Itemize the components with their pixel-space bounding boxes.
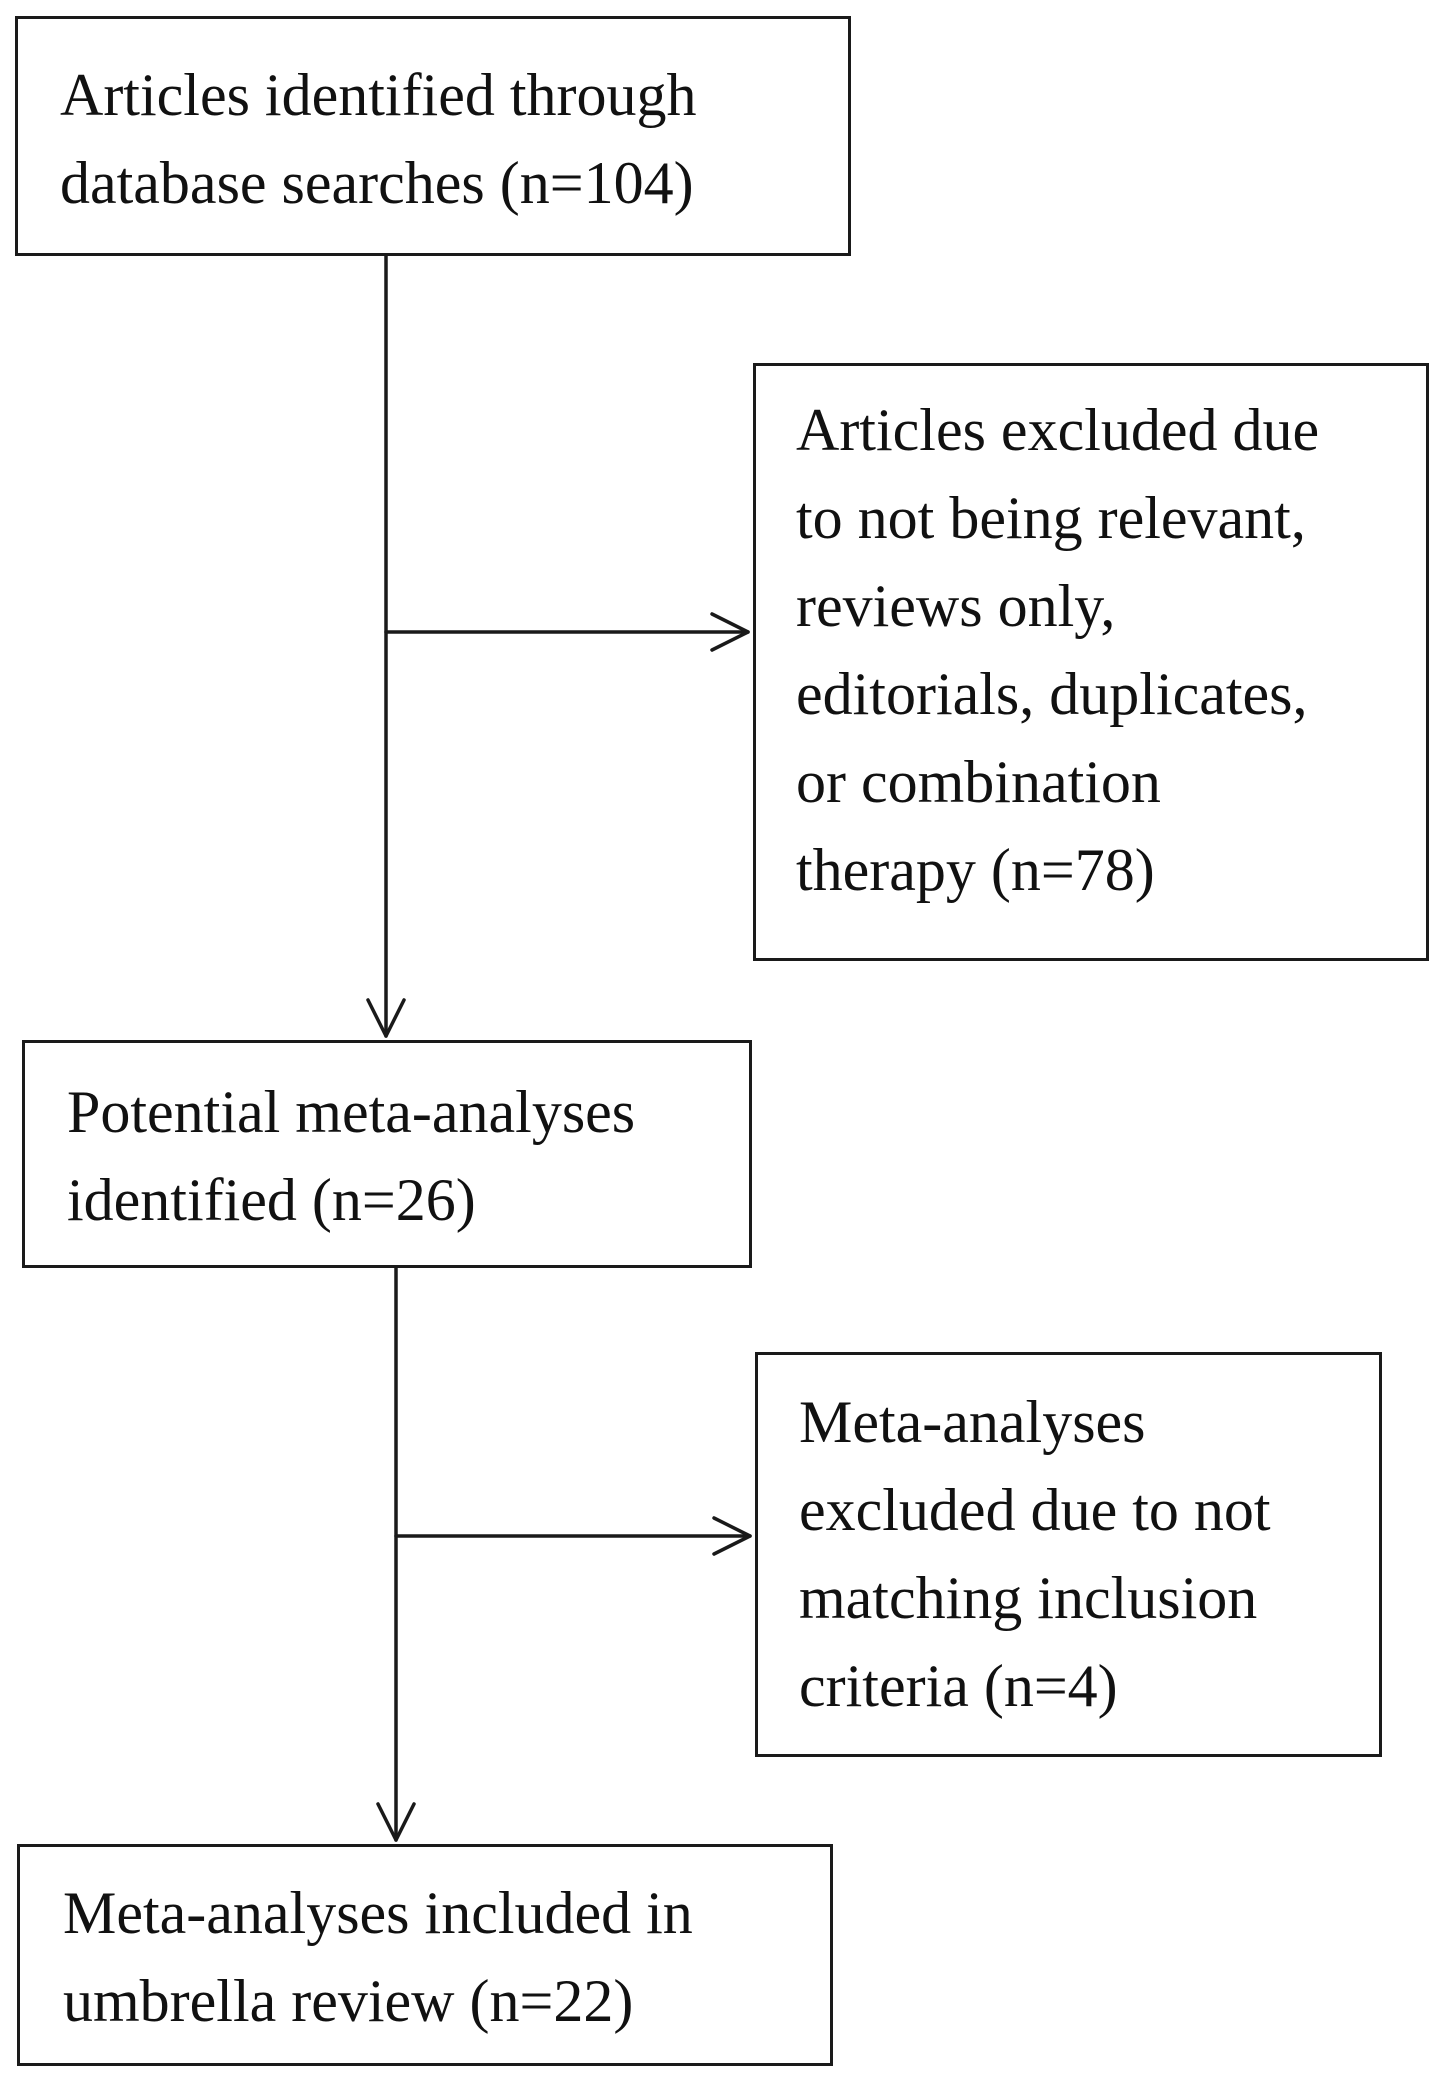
excluded-articles-line-4: editorials, duplicates,: [796, 661, 1308, 727]
excluded-articles-line-5: or combination: [796, 749, 1161, 815]
included-line-2: umbrella review (n=22): [63, 1968, 634, 2034]
potential-box: Potential meta-analyses identified (n=26…: [22, 1040, 752, 1268]
identified-line-1: Articles identified through: [60, 62, 697, 128]
arrowhead-excluded-meta: [712, 1516, 752, 1556]
excluded-meta-box: Meta-analyses excluded due to not matchi…: [755, 1352, 1382, 1757]
included-line-1: Meta-analyses included in: [63, 1880, 693, 1946]
excluded-articles-text: Articles excluded due to not being relev…: [756, 366, 1426, 914]
identified-box: Articles identified through database sea…: [15, 16, 851, 256]
potential-line-2: identified (n=26): [67, 1167, 476, 1233]
excluded-meta-line-3: matching inclusion: [799, 1565, 1258, 1631]
excluded-articles-line-3: reviews only,: [796, 573, 1116, 639]
excluded-articles-box: Articles excluded due to not being relev…: [753, 363, 1429, 961]
excluded-meta-line-2: excluded due to not: [799, 1477, 1271, 1543]
identified-line-2: database searches (n=104): [60, 150, 694, 216]
arrowhead-potential: [366, 998, 406, 1038]
potential-line-1: Potential meta-analyses: [67, 1079, 636, 1145]
included-box: Meta-analyses included in umbrella revie…: [17, 1844, 833, 2066]
excluded-articles-line-6: therapy (n=78): [796, 837, 1155, 903]
excluded-articles-line-1: Articles excluded due: [796, 397, 1320, 463]
excluded-meta-line-1: Meta-analyses: [799, 1389, 1146, 1455]
arrowhead-included: [376, 1802, 416, 1842]
excluded-meta-line-4: criteria (n=4): [799, 1653, 1118, 1719]
excluded-articles-line-2: to not being relevant,: [796, 485, 1306, 551]
arrowhead-excluded-articles: [710, 612, 750, 652]
